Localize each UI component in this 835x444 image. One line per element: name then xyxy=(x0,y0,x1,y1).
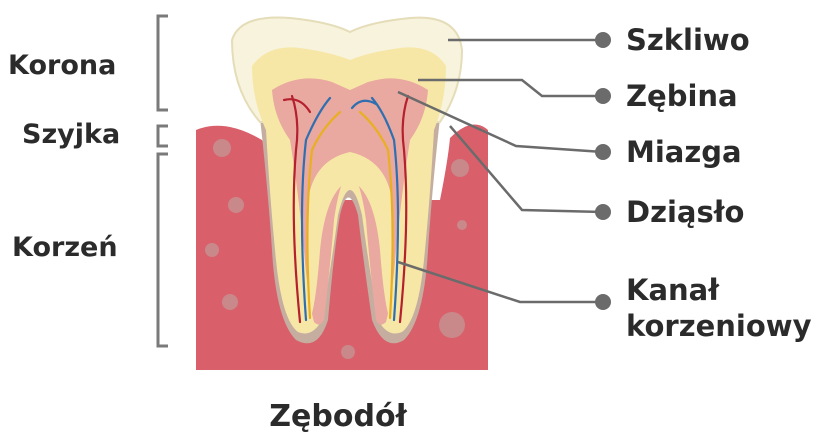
gum-spot xyxy=(341,345,355,359)
gum-spot xyxy=(222,294,238,310)
gum-spot xyxy=(213,139,231,157)
leader-dot-gum xyxy=(595,204,611,220)
label-neck: Szyjka xyxy=(22,119,120,150)
gum-spot xyxy=(451,159,469,177)
label-canal-line1: Kanał xyxy=(626,273,720,307)
label-dentin: Zębina xyxy=(626,79,738,113)
label-canal-line2: korzeniowy xyxy=(626,309,812,343)
leader-dot-dentin xyxy=(595,88,611,104)
gum-spot xyxy=(228,197,244,213)
leader-dot-canal xyxy=(595,294,611,310)
gum-spot xyxy=(457,220,467,230)
label-enamel: Szkliwo xyxy=(626,23,750,57)
bracket-neck xyxy=(158,126,168,146)
label-alveolus: Zębodół xyxy=(269,399,407,434)
label-pulp: Miazga xyxy=(626,135,742,169)
gum-spot xyxy=(439,312,465,338)
bracket-crown xyxy=(158,16,168,110)
section-brackets xyxy=(158,16,168,346)
leader-dot-enamel xyxy=(595,32,611,48)
label-gum: Dziąsło xyxy=(626,195,744,229)
label-crown: Korona xyxy=(8,50,116,81)
bracket-root xyxy=(158,154,168,346)
leader-dots xyxy=(595,32,611,310)
label-root: Korzeń xyxy=(12,232,118,263)
leader-dot-pulp xyxy=(595,144,611,160)
gum-spot xyxy=(205,243,219,257)
